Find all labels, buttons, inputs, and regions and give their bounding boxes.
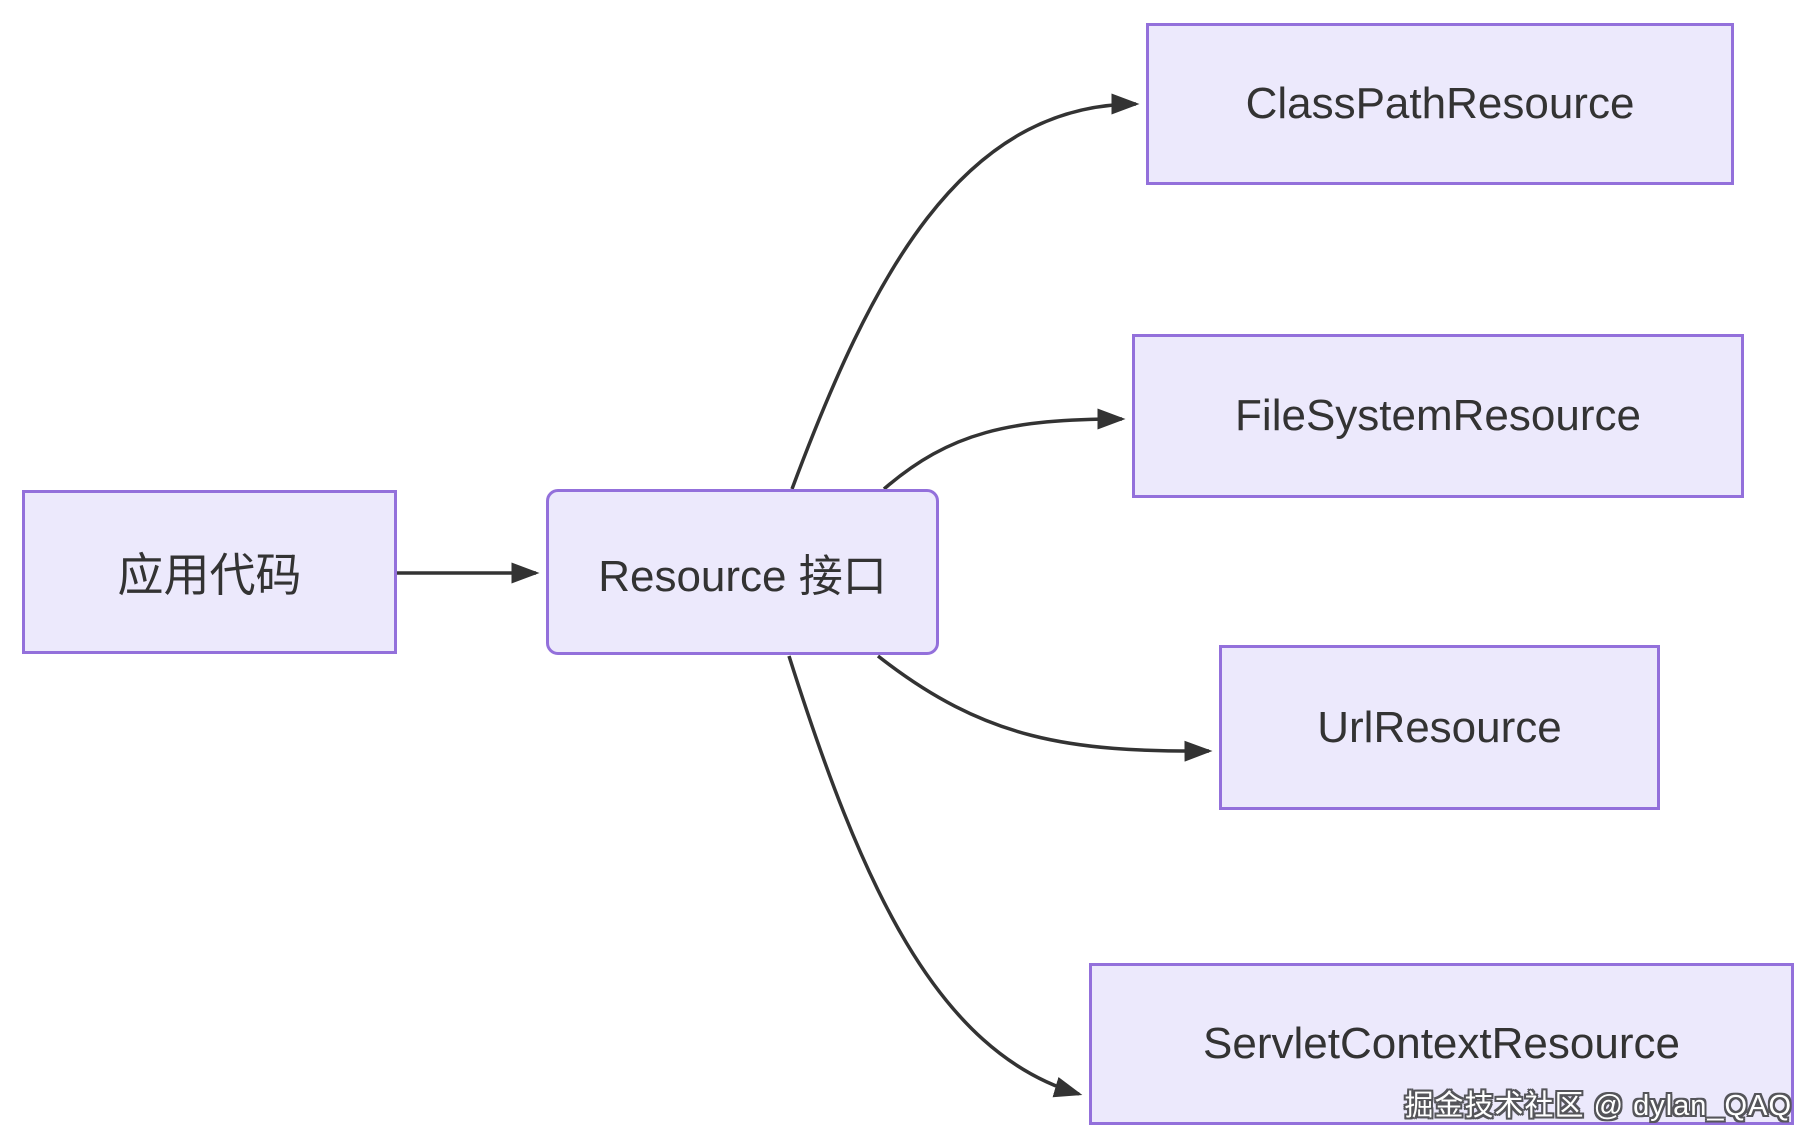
node-url-resource-label: UrlResource [1317, 702, 1562, 752]
node-filesystem-resource: FileSystemResource [1132, 334, 1744, 498]
node-app-code: 应用代码 [22, 490, 397, 654]
node-servletcontext-resource-label: ServletContextResource [1203, 1019, 1680, 1068]
node-filesystem-resource-label: FileSystemResource [1235, 391, 1641, 440]
edge-resource-to-classpath [790, 93, 1140, 490]
edge-resource-to-url [876, 654, 1213, 762]
edge-resource-to-servlet [787, 655, 1083, 1098]
node-servletcontext-resource: ServletContextResource [1089, 963, 1794, 1125]
node-app-code-label: 应用代码 [117, 549, 302, 601]
node-resource-interface: Resource 接口 [546, 489, 939, 655]
node-url-resource: UrlResource [1219, 645, 1660, 810]
watermark: 掘金技术社区 @ dylan_QAQ [1404, 1090, 1792, 1122]
node-resource-interface-label: Resource 接口 [598, 552, 887, 601]
edge-resource-to-filesystem [882, 408, 1126, 491]
node-classpath-resource-label: ClassPathResource [1245, 79, 1635, 128]
node-classpath-resource: ClassPathResource [1146, 23, 1734, 185]
